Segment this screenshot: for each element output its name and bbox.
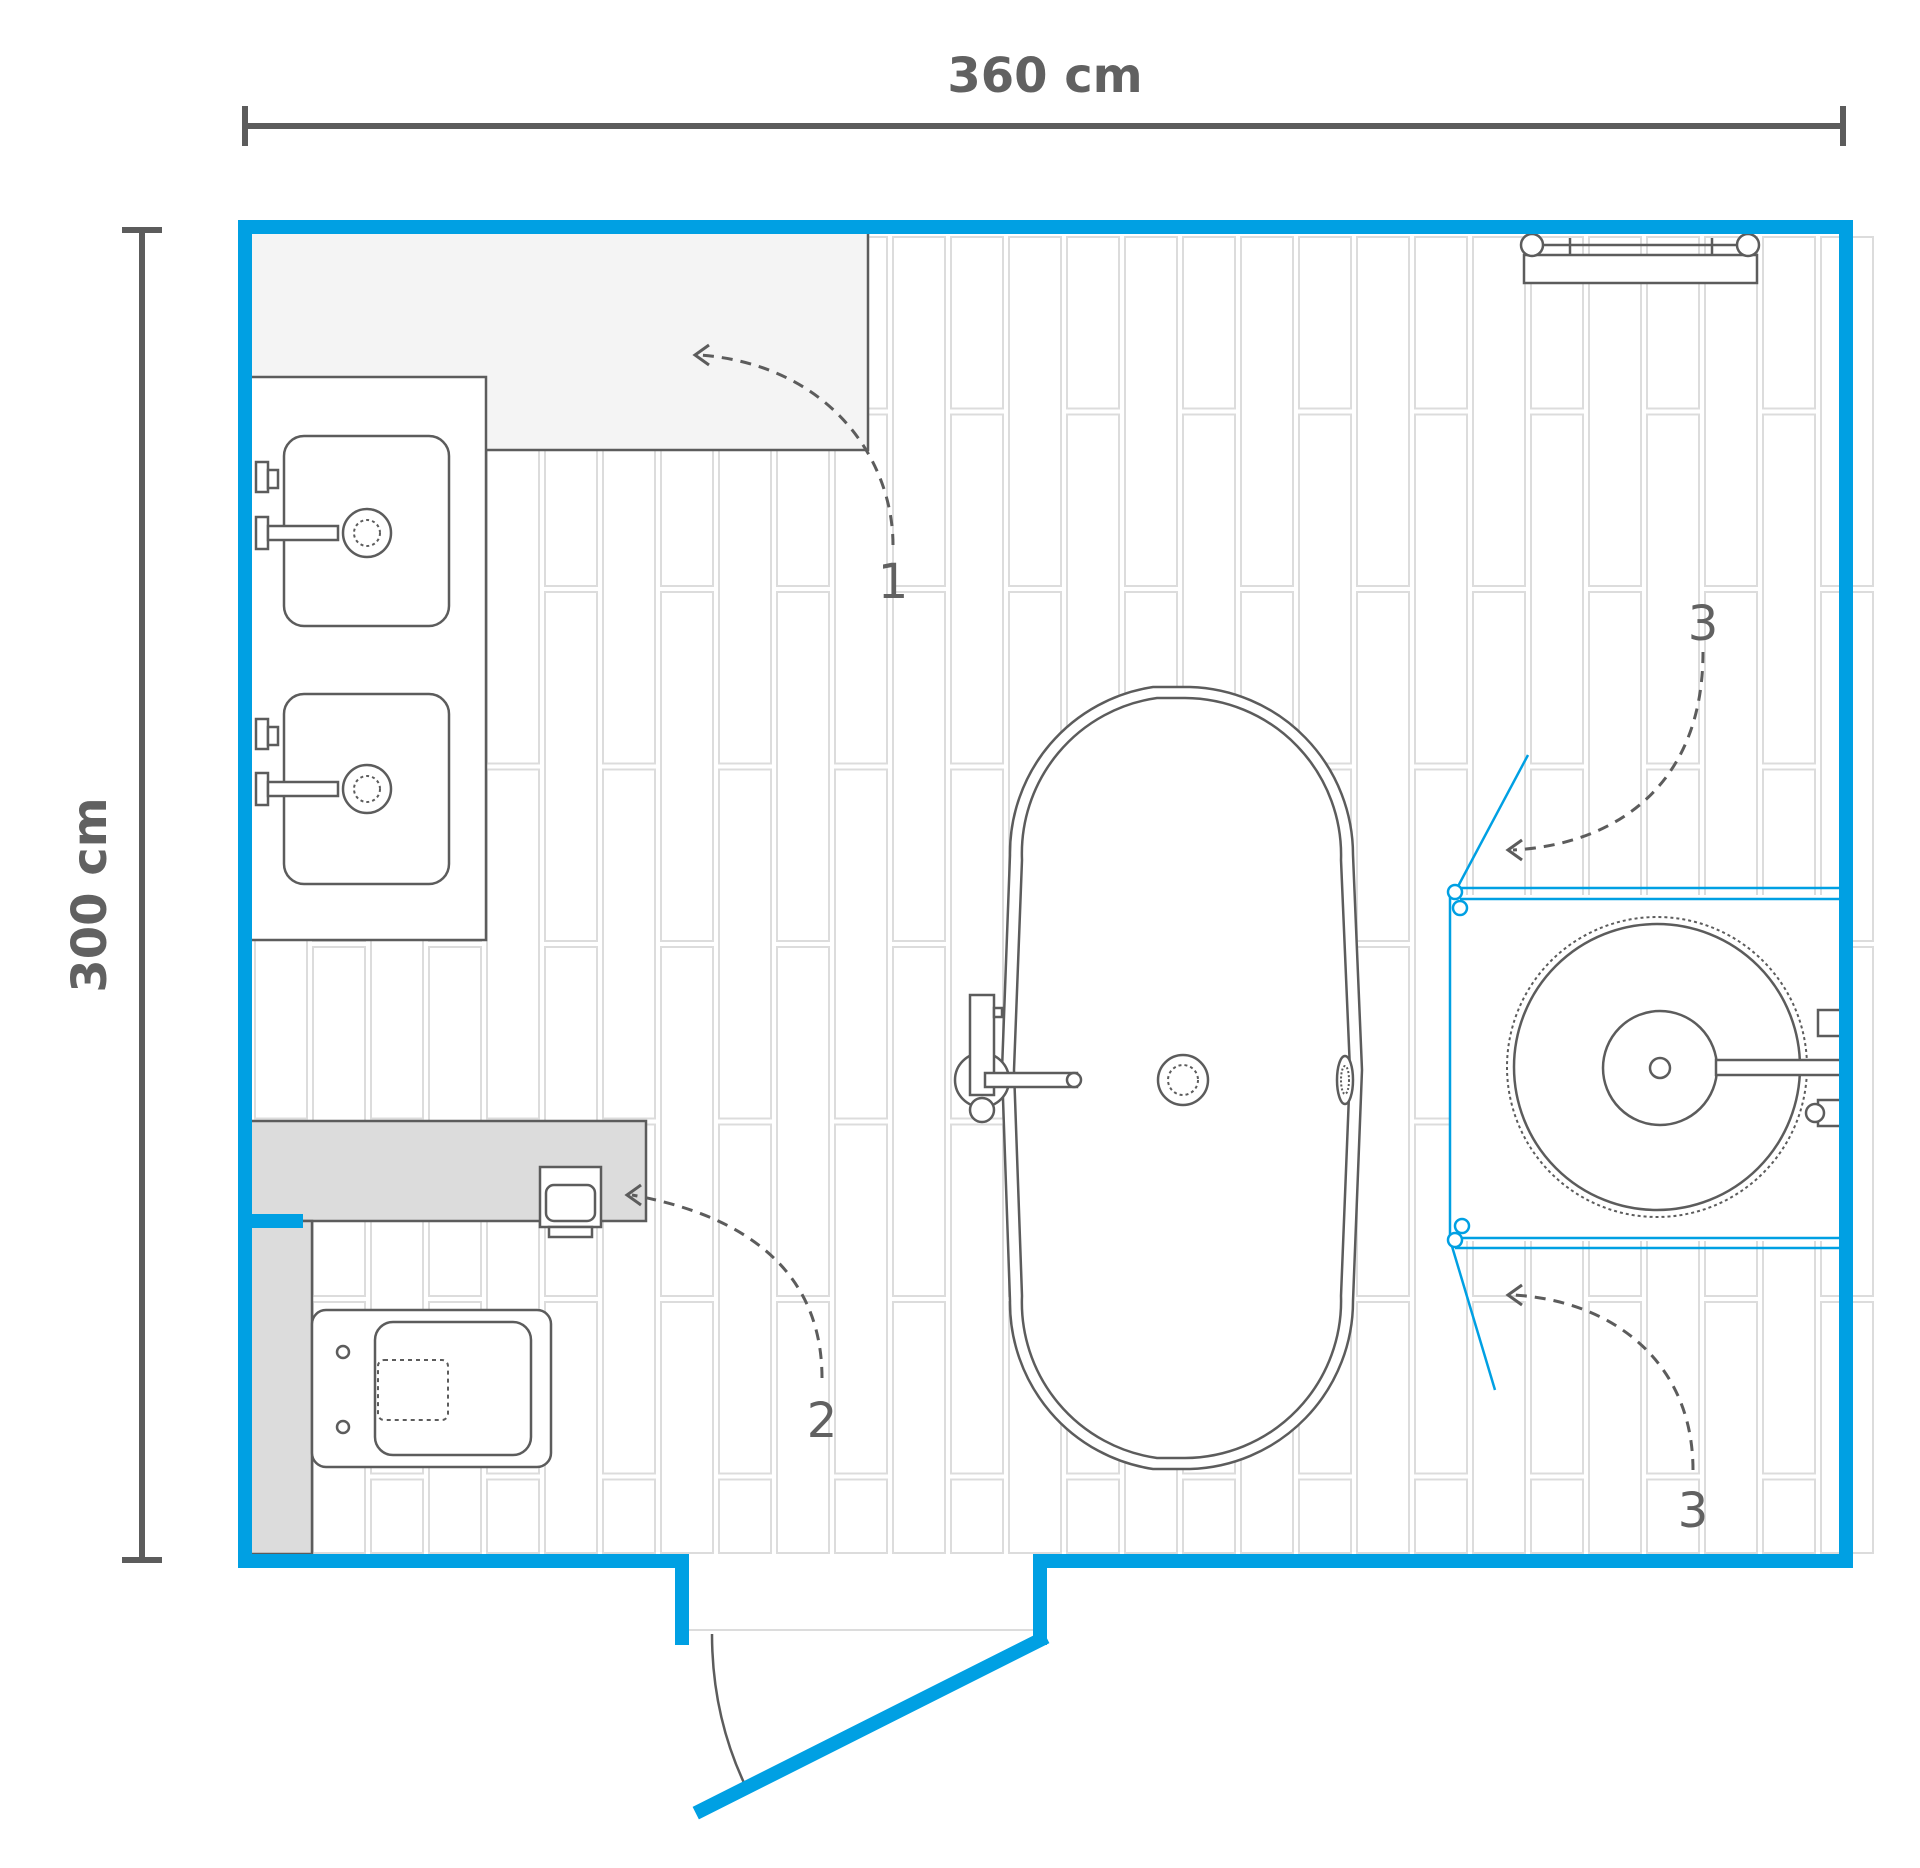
floor-tile (1588, 1301, 1642, 1554)
floor-tile (1356, 591, 1410, 942)
floor-tile (776, 1301, 830, 1554)
floor-tile (950, 413, 1004, 765)
floor-tile (1472, 1301, 1526, 1554)
floor-tile (1704, 1301, 1758, 1554)
floor-tile (1066, 1478, 1120, 1554)
floor-tile (1240, 236, 1294, 587)
floor-tile (950, 1123, 1004, 1475)
floor-tile (892, 1301, 946, 1554)
floor-tile (718, 413, 772, 765)
floor-tile (370, 1478, 424, 1554)
door (688, 1629, 1050, 1820)
flush-plate (538, 1165, 603, 1239)
floor-tile (1646, 1478, 1700, 1554)
floor-tile (1182, 236, 1236, 410)
floor-tile (660, 1301, 714, 1554)
walls (238, 220, 1853, 1645)
width-dimension: 360 cm (242, 48, 1846, 146)
floor-tile (1008, 236, 1062, 587)
floor-tile (892, 236, 946, 587)
floor-tile (660, 946, 714, 1297)
floor-tile (1530, 236, 1584, 410)
floor-tile (834, 768, 888, 1120)
floor-tile (776, 946, 830, 1297)
floor-tile (486, 413, 540, 765)
vanity-basin-top (254, 434, 451, 628)
floor-tile (602, 413, 656, 765)
floor-tile (718, 1123, 772, 1475)
floor-tile (1356, 1301, 1410, 1554)
vanity-basin-bottom (254, 692, 451, 886)
floor-tile (892, 591, 946, 942)
floor-tile (1530, 1478, 1584, 1554)
double-vanity (244, 375, 488, 942)
floor-tile (834, 1478, 888, 1554)
floor-tile (1414, 413, 1468, 765)
floor-tile (718, 768, 772, 1120)
floor-tile (1646, 236, 1700, 410)
shower-enclosure (1446, 754, 1845, 1391)
floor-tile (1762, 413, 1816, 765)
callout-2-label: 2 (807, 1393, 838, 1449)
floor-tile (1356, 946, 1410, 1297)
width-label: 360 cm (947, 48, 1142, 104)
floor-tile (602, 768, 656, 1120)
floor-tile (602, 1478, 656, 1554)
floor-tile (718, 1478, 772, 1554)
callout-1: 1 (692, 343, 909, 610)
floor-tile (544, 591, 598, 942)
height-label: 300 cm (62, 797, 118, 992)
floor-tile (1298, 236, 1352, 410)
floor-tile (1414, 1478, 1468, 1554)
bathtub-mixer (953, 993, 1083, 1124)
floor-tile (1704, 236, 1758, 587)
floor-tile (486, 1478, 540, 1554)
height-dimension: 300 cm (62, 227, 162, 1563)
toilet-ledge (244, 1119, 648, 1556)
floor-tile (660, 591, 714, 942)
shower-tray (1506, 916, 1845, 1218)
floor-tile (486, 768, 540, 1120)
callout-2: 2 (624, 1183, 838, 1449)
bathtub (953, 685, 1364, 1471)
floor-tile (1472, 236, 1526, 587)
floor-tile (950, 1478, 1004, 1554)
floor-tile (1414, 236, 1468, 410)
floor-tile (892, 946, 946, 1297)
floor-tile (1298, 1478, 1352, 1554)
callout-3-top-label: 3 (1688, 596, 1719, 652)
callout-3-top: 3 (1505, 596, 1719, 862)
callout-1-label: 1 (878, 554, 909, 610)
floor-tile (950, 236, 1004, 410)
floor-tile (776, 591, 830, 942)
floor-tile (1066, 236, 1120, 410)
floor-tile (1356, 236, 1410, 587)
floor-tile (1762, 1478, 1816, 1554)
toilet (310, 1308, 553, 1469)
callout-3-bottom-label: 3 (1678, 1483, 1709, 1539)
floor-tile (1530, 413, 1584, 765)
floor-tile (834, 1123, 888, 1475)
callout-3-bottom: 3 (1505, 1283, 1709, 1539)
floor-tile (1588, 236, 1642, 587)
floor-tile (1646, 413, 1700, 765)
floor-tile (1762, 236, 1816, 410)
towel-radiator (1519, 232, 1761, 285)
floor-tile (544, 1301, 598, 1554)
floor-tile (1298, 413, 1352, 765)
floor-tile (1182, 1478, 1236, 1554)
floor-tile (1124, 236, 1178, 587)
